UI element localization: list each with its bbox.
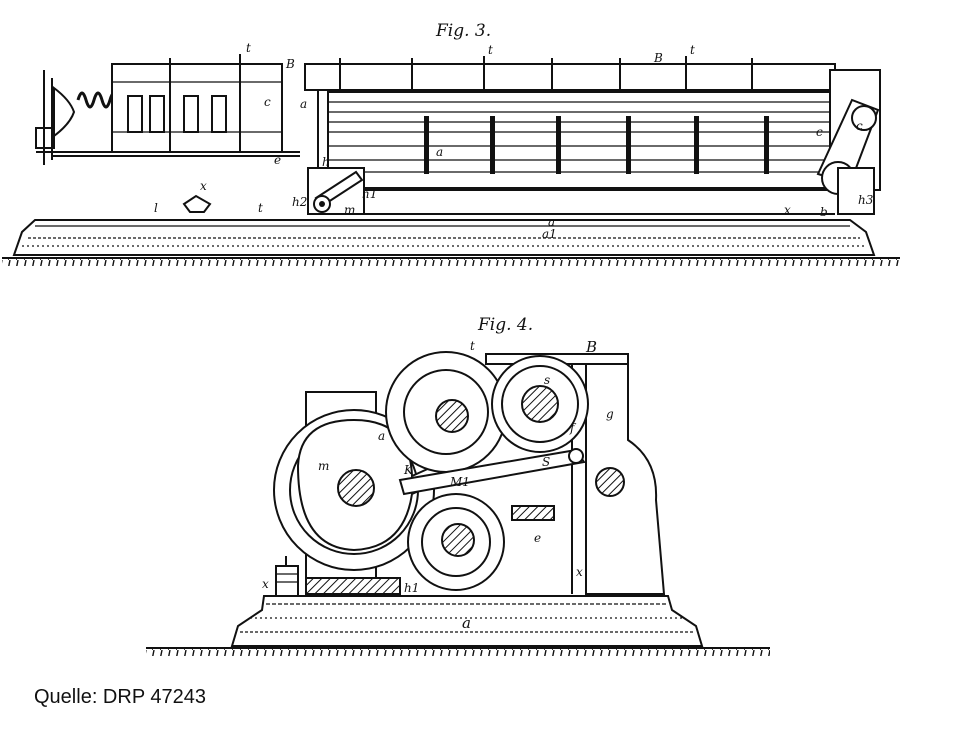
fig4-right-frame — [585, 359, 666, 595]
svg-text:B: B — [285, 57, 295, 71]
svg-text:t: t — [246, 41, 251, 55]
svg-text:m: m — [318, 459, 329, 473]
fig4-base — [230, 595, 704, 647]
svg-text:B: B — [653, 51, 663, 65]
fig3-labels: t B t B t c a h h1 h2 x t e a c l a1 a m… — [154, 41, 874, 241]
svg-text:t: t — [470, 339, 475, 353]
svg-text:a: a — [436, 145, 443, 159]
fig4-title: Fig. 4. — [477, 315, 533, 335]
svg-text:h1: h1 — [404, 581, 419, 595]
svg-text:x: x — [576, 565, 583, 579]
svg-text:x: x — [262, 577, 269, 591]
fig3-right-crank — [816, 69, 881, 215]
fig4-large-gear — [273, 409, 458, 571]
svg-text:M1: M1 — [449, 475, 470, 489]
svg-text:a1: a1 — [542, 227, 557, 241]
fig3-title: Fig. 3. — [435, 21, 491, 41]
fig4-block — [511, 505, 555, 521]
svg-text:a: a — [378, 429, 385, 443]
figure-4: Fig. 4. — [146, 315, 770, 656]
svg-text:h2: h2 — [292, 195, 307, 209]
fig4-labels: t B s a m K M1 g S f e x h1 x a — [262, 338, 614, 632]
svg-text:b: b — [820, 205, 828, 219]
svg-text:g: g — [606, 407, 614, 421]
svg-text:a: a — [462, 614, 471, 632]
svg-text:c: c — [856, 119, 863, 133]
svg-text:a: a — [548, 215, 555, 229]
svg-text:c: c — [264, 95, 271, 109]
fig4-lever-arm — [398, 448, 586, 496]
svg-text:c: c — [816, 125, 823, 139]
fig3-ground-hatch — [2, 258, 900, 266]
fig4-upper-gear — [385, 351, 507, 473]
fig3-spring-assembly — [35, 54, 300, 165]
svg-text:t: t — [690, 43, 695, 57]
svg-text:x: x — [200, 179, 207, 193]
svg-text:t: t — [488, 43, 493, 57]
fig4-lower-gear — [407, 493, 505, 591]
svg-text:B: B — [585, 338, 597, 356]
svg-text:f: f — [569, 421, 577, 435]
svg-text:h1: h1 — [362, 187, 377, 201]
svg-text:x: x — [784, 203, 791, 217]
source-caption: Quelle: DRP 47243 — [34, 686, 206, 708]
fig4-screw-post — [275, 556, 299, 597]
fig4-gear-s — [491, 355, 589, 453]
svg-text:a: a — [300, 97, 307, 111]
svg-text:e: e — [534, 531, 541, 545]
fig3-roller-housing — [304, 56, 836, 215]
fig3-left-linkage — [307, 167, 365, 215]
svg-text:S: S — [542, 455, 550, 469]
figure-3: Fig. 3. — [2, 21, 900, 266]
svg-text:s: s — [544, 373, 550, 387]
svg-text:h: h — [322, 155, 330, 169]
svg-text:e: e — [274, 153, 281, 167]
fig3-pedestal — [182, 194, 212, 213]
svg-text:h3: h3 — [858, 193, 874, 207]
svg-text:K: K — [403, 463, 414, 477]
fig4-ground-hatch — [146, 648, 770, 656]
svg-text:t: t — [258, 201, 263, 215]
svg-text:m: m — [344, 203, 355, 217]
svg-text:l: l — [154, 201, 158, 215]
